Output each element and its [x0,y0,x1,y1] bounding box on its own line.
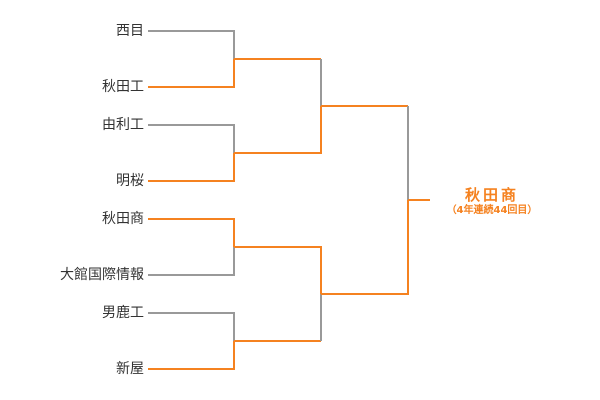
champion-note: （4年連続44回目） [446,205,538,216]
line-r2-meio [234,106,322,154]
team-label-yurikou: 由利工 [102,117,144,133]
line-r1-odate-kokusai [148,247,235,276]
line-final-akita-sho [321,200,409,295]
line-r1-meio [148,153,235,182]
team-label-oga-ko: 男鹿工 [102,305,144,321]
team-label-akita-sho: 秋田商 [102,211,144,227]
line-r1-araya [148,341,235,370]
line-r1-nishime [148,30,235,59]
line-r1-yurikou [148,124,235,153]
line-r1-akita-sho [148,218,235,247]
line-r1-akita-ko [148,59,235,88]
line-r1-oga-ko [148,312,235,341]
team-label-meio: 明桜 [116,173,144,189]
champion-name: 秋田商 [464,186,519,204]
team-label-akita-ko: 秋田工 [102,79,144,95]
team-label-araya: 新屋 [116,361,144,377]
champion-block: 秋田商 （4年連続44回目） [432,186,552,218]
line-r2-akita-sho [234,246,322,294]
team-label-odate-kokusai: 大館国際情報 [60,267,144,283]
team-label-nishime: 西目 [116,23,144,39]
